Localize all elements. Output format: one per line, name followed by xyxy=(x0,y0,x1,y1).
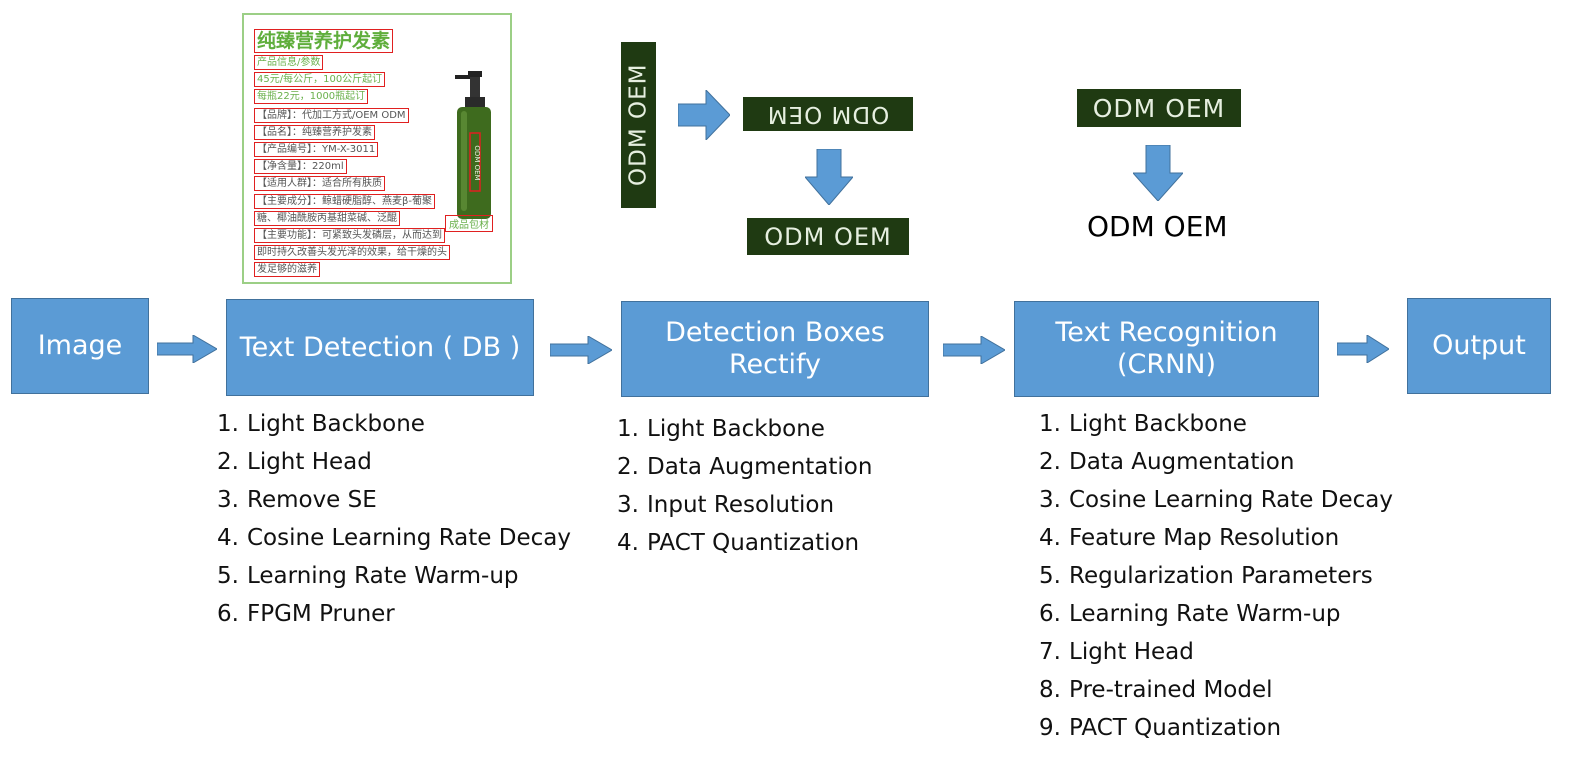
detection-rectify-label-line1: Detection Boxes xyxy=(665,317,885,348)
list-item: 6.Learning Rate Warm-up xyxy=(1039,601,1341,627)
list-item: 4.Feature Map Resolution xyxy=(1039,525,1340,551)
product-title: 纯臻营养护发素 xyxy=(254,29,394,53)
list-item: 3.Cosine Learning Rate Decay xyxy=(1039,487,1393,513)
image-box: Image xyxy=(11,298,149,394)
down-arrow-icon xyxy=(805,149,853,205)
pipeline-arrow-icon xyxy=(1337,335,1389,363)
product-line: 【净含量】：220ml xyxy=(254,159,347,174)
flipped-text-crop: ODM OEM xyxy=(743,97,913,131)
recognized-text: ODM OEM xyxy=(1087,210,1228,243)
list-item: 9.PACT Quantization xyxy=(1039,715,1282,741)
down-arrow-icon xyxy=(1133,145,1183,201)
list-item: 2.Data Augmentation xyxy=(1039,449,1295,475)
product-line: 即时持久改善头发光泽的效果，给干燥的头 xyxy=(254,245,450,260)
pipeline-arrow-icon xyxy=(157,335,217,363)
product-tag: 成品包材 xyxy=(445,215,493,232)
image-box-label: Image xyxy=(37,330,123,361)
product-line: 45元/每公斤，100公斤起订 xyxy=(254,72,386,87)
list-item: 7.Light Head xyxy=(1039,639,1194,665)
list-item: 5.Learning Rate Warm-up xyxy=(217,563,519,589)
product-line: 【主要功能】：可紧致头发磷层，从而达到 xyxy=(254,228,445,243)
list-item: 1.Light Backbone xyxy=(1039,411,1247,437)
list-item: 3.Remove SE xyxy=(217,487,377,513)
product-line: 每瓶22元，1000瓶起订 xyxy=(254,89,369,104)
product-line: 发足够的滋养 xyxy=(254,262,320,277)
right-arrow-icon xyxy=(678,90,730,140)
text-recognition-box: Text Recognition (CRNN) xyxy=(1014,301,1319,397)
recognition-strategy-list: 1.Light Backbone 2.Data Augmentation 3.C… xyxy=(1039,405,1393,747)
text-recognition-label-line2: (CRNN) xyxy=(1116,349,1217,380)
bottle-label: ODM OEM xyxy=(473,145,481,180)
list-item: 8.Pre-trained Model xyxy=(1039,677,1273,703)
detection-rectify-label-line2: Rectify xyxy=(728,349,822,380)
list-item: 3.Input Resolution xyxy=(617,492,835,518)
product-line: 【主要成分】：鲸蜡硬脂醇、燕麦β-葡聚 xyxy=(254,194,435,209)
vertical-text-crop: ODM OEM xyxy=(621,42,656,208)
list-item: 2.Light Head xyxy=(217,449,372,475)
pipeline-arrow-icon xyxy=(550,336,612,364)
list-item: 4.PACT Quantization xyxy=(617,530,860,556)
list-item: 4.Cosine Learning Rate Decay xyxy=(217,525,571,551)
list-item: 2.Data Augmentation xyxy=(617,454,873,480)
recognition-input-crop: ODM OEM xyxy=(1077,89,1241,127)
output-box: Output xyxy=(1407,298,1551,394)
text-recognition-label-line1: Text Recognition xyxy=(1055,317,1278,348)
pipeline-arrow-icon xyxy=(943,336,1005,364)
product-image: 纯臻营养护发素 产品信息/参数 45元/每公斤，100公斤起订 每瓶22元，10… xyxy=(242,13,512,284)
rectified-text-crop: ODM OEM xyxy=(747,218,909,255)
rectify-strategy-list: 1.Light Backbone 2.Data Augmentation 3.I… xyxy=(617,410,872,562)
product-line: 糖、椰油酰胺丙基甜菜碱、泛醌 xyxy=(254,211,400,226)
list-item: 6.FPGM Pruner xyxy=(217,601,395,627)
text-detection-label: Text Detection ( DB ) xyxy=(239,331,521,363)
product-line: 【适用人群】：适合所有肤质 xyxy=(254,176,385,191)
product-line: 【品牌】：代加工方式/OEM ODM xyxy=(254,108,409,123)
output-label: Output xyxy=(1432,330,1526,361)
detection-rectify-box: Detection Boxes Rectify xyxy=(621,301,929,397)
product-line: 【品名】：纯臻营养护发素 xyxy=(254,125,375,140)
product-line: 产品信息/参数 xyxy=(254,55,324,70)
list-item: 1.Light Backbone xyxy=(217,411,425,437)
list-item: 5.Regularization Parameters xyxy=(1039,563,1373,589)
text-detection-box: Text Detection ( DB ) xyxy=(226,299,534,396)
detection-strategy-list: 1.Light Backbone 2.Light Head 3.Remove S… xyxy=(217,405,571,633)
list-item: 1.Light Backbone xyxy=(617,416,825,442)
bottle-image: ODM OEM xyxy=(455,71,491,219)
product-line: 【产品编号】：YM-X-3011 xyxy=(254,142,379,157)
